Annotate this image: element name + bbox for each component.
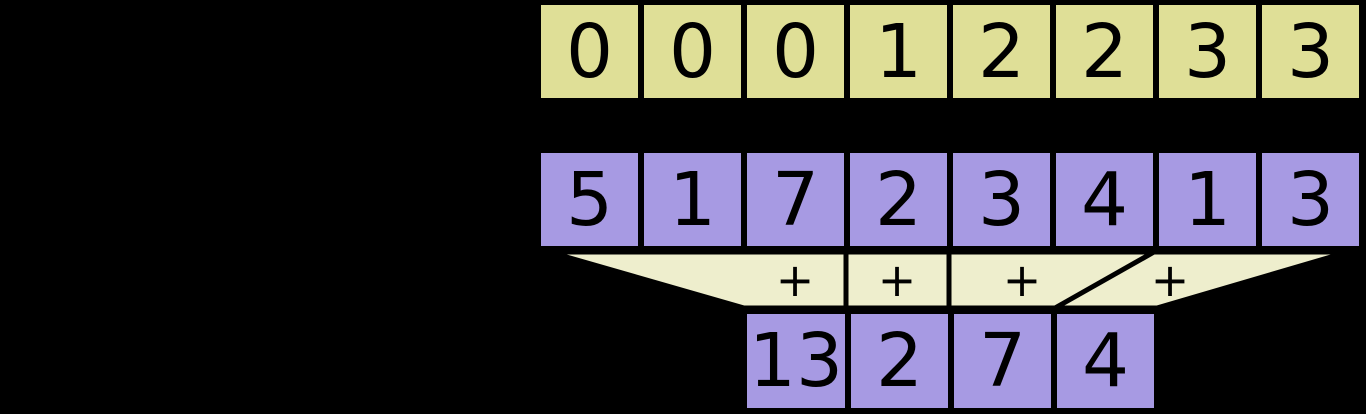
output-cell-0: 13: [744, 311, 848, 411]
segment-cell-4: 2: [950, 2, 1053, 101]
segment-cell-6: 3: [1156, 2, 1259, 101]
segment-cell-7: 3: [1259, 2, 1362, 101]
input-cell-6: 1: [1156, 150, 1259, 249]
segment-cell-1: 0: [641, 2, 744, 101]
funnel-shape: [548, 249, 1349, 311]
output-cell-1: 2: [848, 311, 951, 411]
input-cell-4: 3: [950, 150, 1053, 249]
input-cell-0: 5: [538, 150, 641, 249]
funnel-operator-2: +: [1002, 253, 1042, 307]
funnel-operator-3: +: [1150, 253, 1190, 307]
input-cell-1: 1: [641, 150, 744, 249]
input-cell-3: 2: [847, 150, 950, 249]
output-cell-2: 7: [951, 311, 1054, 411]
input-cell-2: 7: [744, 150, 847, 249]
funnel-operator-0: +: [775, 253, 815, 307]
segment-cell-5: 2: [1053, 2, 1156, 101]
funnel-operator-1: +: [877, 253, 917, 307]
input-cell-7: 3: [1259, 150, 1362, 249]
segment-cell-3: 1: [847, 2, 950, 101]
segment-cell-0: 0: [538, 2, 641, 101]
output-cell-3: 4: [1054, 311, 1157, 411]
input-cell-5: 4: [1053, 150, 1156, 249]
segment-cell-2: 0: [744, 2, 847, 101]
